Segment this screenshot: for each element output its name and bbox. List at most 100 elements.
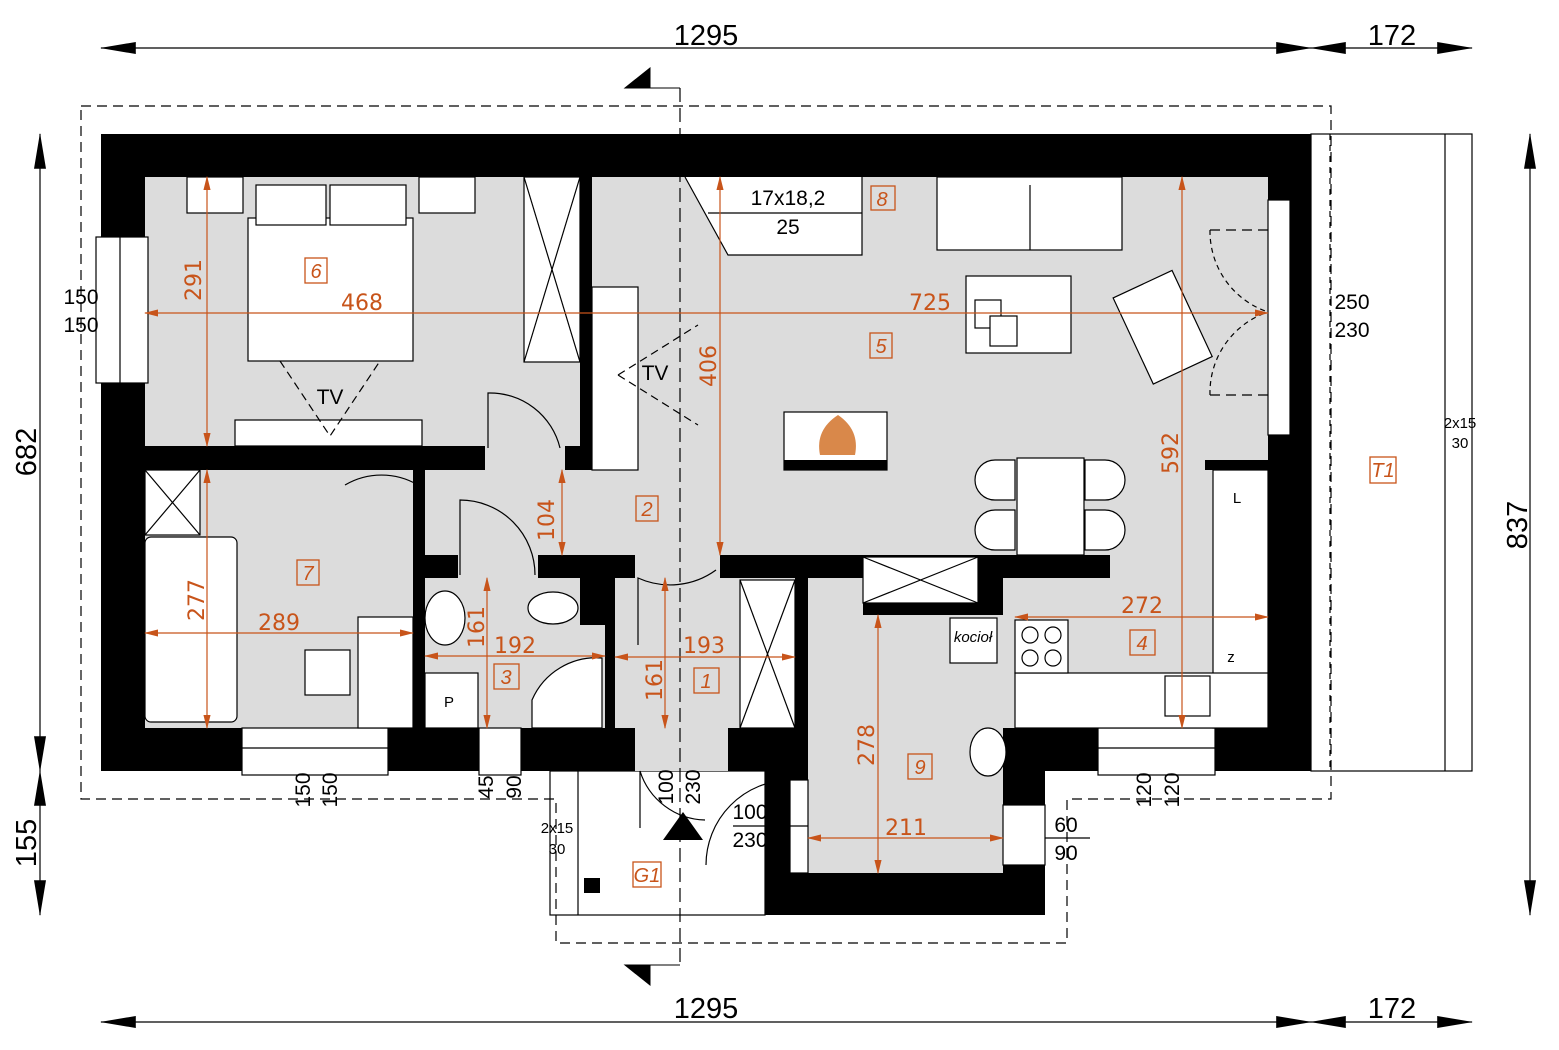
doors[interactable]	[344, 229, 1269, 866]
room-5-width: 725	[909, 291, 951, 316]
room-numbers: 6 5 8 2 7 3 1 4 9 T1 G1	[296, 185, 1397, 888]
section-line	[623, 66, 703, 987]
entry-door-width: 100	[655, 769, 678, 804]
room-3-window-width: 45	[475, 775, 498, 798]
stairs-tread: 25	[776, 216, 799, 239]
entrance-arrow-icon	[663, 812, 703, 840]
windows[interactable]	[95, 199, 1291, 874]
left-window-width: 150	[63, 286, 98, 309]
dim-top-main: 1295	[674, 20, 739, 52]
room-number-7: 7	[302, 563, 314, 585]
door-terrace[interactable]	[1267, 199, 1291, 436]
room-2-dim: 104	[535, 499, 560, 541]
terrace-door-height: 230	[1334, 319, 1369, 342]
cooktop	[1014, 619, 1069, 674]
window-room-3[interactable]	[478, 727, 522, 776]
freezer-label: z	[1227, 649, 1235, 666]
window-room-9[interactable]	[1002, 804, 1046, 866]
room-9-height: 278	[855, 724, 880, 766]
kitchen-sink	[1164, 675, 1211, 717]
room-3-window-height: 90	[503, 775, 526, 798]
door-room-1[interactable]	[637, 569, 717, 645]
dim-bottom-main: 1295	[674, 993, 739, 1025]
room-3-height: 161	[465, 606, 490, 648]
dim-bottom-terrace: 172	[1368, 993, 1416, 1025]
terrace	[1310, 133, 1473, 772]
room-9-window-height: 90	[1054, 842, 1077, 865]
dining-table	[1016, 457, 1085, 556]
dim-left-height: 682	[11, 428, 43, 476]
porch-door-height: 230	[732, 829, 767, 852]
room-number-3: 3	[500, 667, 511, 689]
boiler-label: kocioł	[954, 629, 993, 646]
room-number-2: 2	[640, 499, 652, 521]
room-7-window-height: 150	[319, 772, 342, 807]
room-5-depth: 592	[1159, 432, 1184, 474]
room-7-width: 289	[258, 611, 300, 636]
washer-label: P	[444, 694, 454, 711]
room-1-width: 193	[683, 634, 725, 659]
fridge-label: L	[1233, 490, 1241, 507]
entry-door-height: 230	[682, 769, 705, 804]
bed	[247, 217, 414, 362]
furniture	[144, 176, 1269, 777]
boiler	[949, 617, 998, 664]
sink-9	[969, 727, 1007, 777]
room-9-width: 211	[885, 816, 927, 841]
kitchen-counter-bottom	[1014, 672, 1269, 729]
door-room-3[interactable]	[459, 499, 536, 576]
room-1-height: 161	[643, 659, 668, 701]
room-5-height: 406	[697, 345, 722, 387]
tv-label-room-6: TV	[317, 386, 344, 409]
room-number-5: 5	[875, 336, 887, 358]
terrace-steps-count: 2x15	[1444, 415, 1477, 432]
window-left[interactable]	[95, 236, 149, 384]
room-dimensions: 468 291 725 406 592 104 277 289 192 161 …	[182, 259, 1184, 841]
overall-dimensions: 1295 172 1295 172 682 155 837	[11, 20, 1536, 1028]
chair-7	[304, 649, 351, 696]
porch-door-width: 100	[732, 801, 767, 824]
roof-outline	[80, 105, 1332, 944]
tv-stand-6	[234, 419, 423, 447]
door-room-6[interactable]	[487, 392, 561, 449]
door-terrace-swing[interactable]	[1210, 229, 1268, 396]
tv-label-room-5: TV	[642, 362, 669, 385]
room-7-window-width: 150	[292, 772, 315, 807]
dining-chairs	[974, 459, 1126, 551]
washer-3	[424, 672, 479, 729]
room-dimension-lines	[143, 175, 1270, 875]
room-number-1: 1	[700, 671, 711, 693]
room-3-width: 192	[494, 634, 536, 659]
porch-steps-depth: 30	[549, 841, 566, 858]
opening-labels: 150 150 250 230 2x15 30 150 150 45 90 10…	[63, 286, 1476, 865]
sink-3	[424, 590, 466, 646]
kitchen-window-height: 120	[1161, 772, 1184, 807]
room-number-6: 6	[310, 261, 322, 283]
room-4-width: 272	[1121, 594, 1163, 619]
door-entry[interactable]	[639, 770, 706, 828]
dim-porch-height: 155	[11, 819, 43, 867]
sofa-7	[144, 536, 238, 723]
left-window-height: 150	[63, 314, 98, 337]
room-number-G1: G1	[634, 865, 661, 887]
room-6-height: 291	[182, 259, 207, 301]
room-number-9: 9	[914, 757, 925, 779]
stairs-steps: 17x18,2	[751, 187, 826, 210]
porch-steps-count: 2x15	[541, 820, 574, 837]
terrace-steps-depth: 30	[1452, 435, 1469, 452]
fixture-labels: 17x18,2 25 TV TV kocioł L z P	[317, 187, 1242, 711]
room-7-height: 277	[185, 579, 210, 621]
door-room-7[interactable]	[344, 474, 419, 556]
stairs	[684, 176, 863, 256]
window-kitchen[interactable]	[1097, 727, 1216, 776]
dim-top-terrace: 172	[1368, 20, 1416, 52]
room-number-4: 4	[1136, 633, 1147, 655]
fire-icon	[819, 415, 856, 455]
kitchen-window-width: 120	[1133, 772, 1156, 807]
room-6-width: 468	[341, 291, 383, 316]
room-9-window-width: 60	[1054, 814, 1077, 837]
window-room-7[interactable]	[241, 727, 389, 776]
room-number-8: 8	[876, 189, 887, 211]
door-porch[interactable]	[705, 779, 791, 866]
